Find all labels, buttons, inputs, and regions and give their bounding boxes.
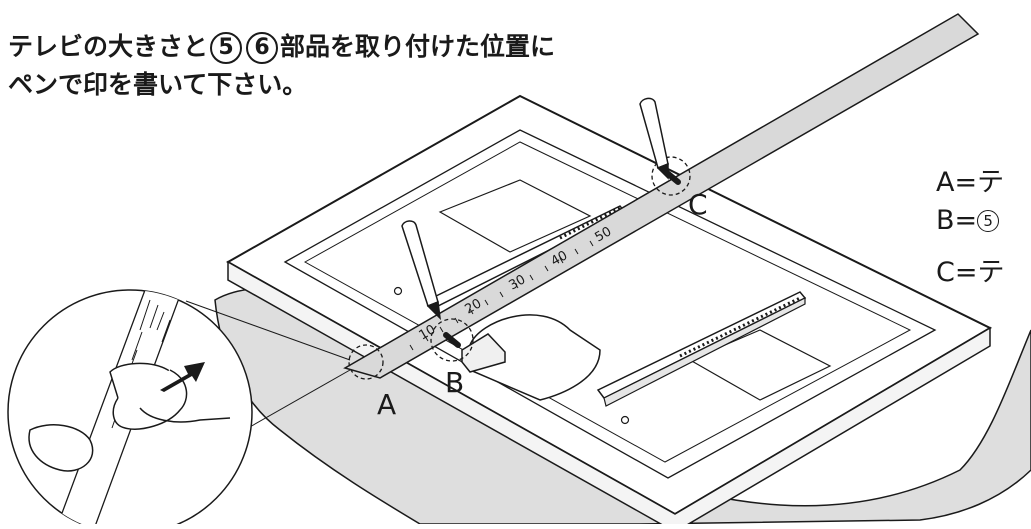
- pen-icon: [639, 97, 669, 180]
- legend-b: B=5: [936, 205, 1000, 236]
- legend-key: B: [936, 205, 955, 236]
- instruction-text-part: テレビの大きさと: [8, 32, 209, 61]
- ruler-tick-label: 20: [463, 296, 485, 317]
- mark-point-c: [651, 156, 691, 196]
- ruler-numbers: 10 20 30 40 50: [417, 224, 615, 343]
- measuring-tape: [343, 13, 980, 379]
- legend-value: =テ: [954, 167, 1005, 198]
- legend-key: C: [936, 257, 955, 288]
- ruler-tick-label: 10: [417, 322, 439, 343]
- ruler-tick-label: 30: [507, 272, 529, 293]
- back-recess-upper: [438, 179, 592, 253]
- screw-hole-lower: [620, 415, 630, 425]
- part-number-5: 5: [210, 32, 243, 64]
- tv-inner-panel: [283, 129, 937, 479]
- instruction-line-2: ペンで印を書いて下さい。: [8, 70, 308, 99]
- mark-point-a: [348, 344, 384, 380]
- pen-mark-b: [443, 332, 461, 348]
- back-recess-lower: [688, 329, 832, 401]
- point-label-b: B: [445, 366, 464, 399]
- mark-point-b: [430, 318, 474, 362]
- part-number-6: 6: [246, 32, 279, 64]
- legend-value: =: [954, 205, 978, 236]
- mounting-rail-lower: [596, 291, 807, 407]
- legend-c: C=テ: [936, 250, 1004, 289]
- point-label-a: A: [377, 388, 396, 421]
- legend-part-number: 5: [977, 210, 1000, 232]
- point-label-c: C: [688, 188, 708, 221]
- legend-a: A=テ: [936, 160, 1004, 199]
- tv-side-edge: [227, 260, 991, 529]
- ruler-tick-label: 50: [593, 224, 615, 245]
- legend-value: =テ: [954, 257, 1005, 288]
- pen-icon: [401, 220, 442, 321]
- ruler-tick-label: 40: [549, 248, 571, 269]
- ruler-tick-marks: [409, 240, 594, 351]
- legend-key: A: [936, 167, 955, 198]
- direction-arrow-icon: [160, 362, 205, 392]
- instruction-text-part: 部品を取り付けた位置に: [280, 32, 556, 61]
- screw-hole-upper: [393, 286, 403, 296]
- magnified-inset: [7, 289, 351, 529]
- stand-base: [469, 314, 601, 401]
